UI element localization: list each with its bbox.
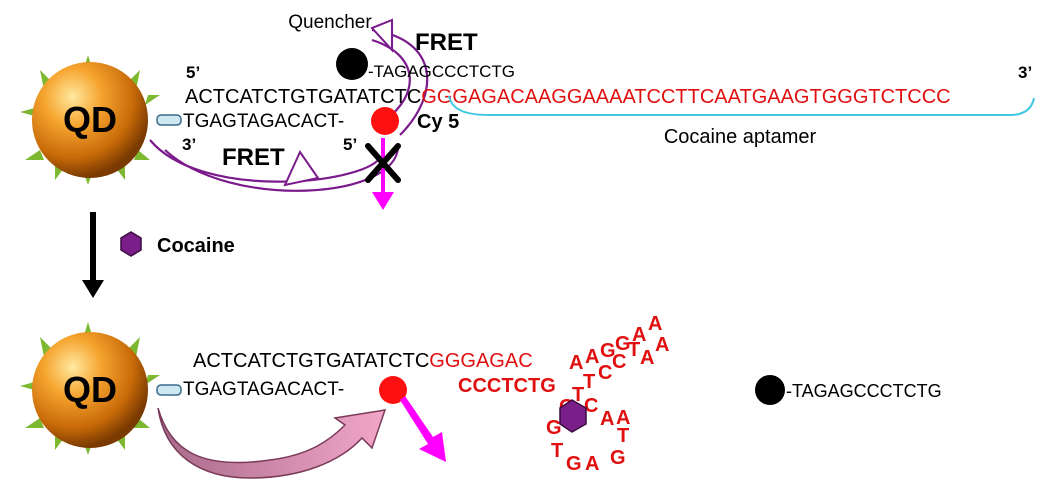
svg-text:A: A: [616, 407, 630, 429]
down-arrow: [82, 212, 104, 298]
linker-top: [156, 114, 182, 126]
five-prime-mid: 5’: [343, 135, 357, 154]
aptamer-tail-bottom: CCCTCTG: [458, 375, 556, 397]
svg-text:T: T: [583, 371, 595, 393]
complement-strand-top: TGAGTAGACACT-: [183, 111, 344, 132]
fret-arrow-bottom: [157, 407, 387, 479]
folded-aptamer: A A G G A A A A T C C T T C A A T G G G …: [546, 313, 669, 475]
cy5-label: Cy 5: [417, 111, 459, 133]
quencher-label: Quencher: [288, 12, 372, 33]
aptamer-red-top: GGGAGACAAGGAAAATCCTTCAATGAAGTGGGTCTCCC: [421, 86, 950, 108]
svg-text:A: A: [640, 347, 654, 369]
cocaine-label: Cocaine: [157, 235, 235, 257]
transition: Cocaine: [82, 212, 235, 298]
aptamer-black-bottom: ACTCATCTGTGATATCTC: [193, 350, 429, 372]
svg-text:A: A: [585, 453, 599, 475]
fret-label-bottom: FRET: [222, 144, 285, 171]
emission-arrow-active: [400, 396, 446, 462]
fret-arrows-top: [149, 28, 429, 192]
svg-text:G: G: [615, 333, 631, 355]
quantum-dot-bottom: [32, 332, 148, 448]
svg-text:T: T: [551, 440, 563, 462]
svg-text:C: C: [612, 351, 626, 373]
svg-text:C: C: [598, 362, 612, 384]
three-prime-left: 3’: [182, 135, 196, 154]
quencher-strand-top: -TAGAGCCCTCTG: [368, 62, 515, 81]
top-panel: QD Quencher FRET -TAGAGCCCTCTG 5’ 3’ ACT…: [20, 12, 1035, 210]
svg-text:G: G: [600, 340, 616, 362]
fret-label-top: FRET: [415, 29, 478, 56]
fret-arrowhead-top: [370, 18, 393, 53]
complement-strand-bottom: TGAGTAGACACT-: [183, 379, 344, 400]
svg-text:A: A: [600, 408, 614, 430]
svg-text:A: A: [569, 352, 583, 374]
quantum-dot-top: [32, 62, 148, 178]
svg-text:G: G: [566, 453, 582, 475]
linker-bottom: [156, 384, 182, 396]
bound-cocaine-icon: [559, 399, 587, 433]
svg-text:T: T: [572, 384, 584, 406]
aptamer-strand-bottom: ACTCATCTGTGATATCTCGGGAGAC: [193, 350, 533, 372]
cocaine-aptamer-label: Cocaine aptamer: [664, 126, 817, 148]
svg-text:A: A: [655, 334, 669, 356]
qd-label-top: QD: [63, 99, 117, 140]
svg-text:C: C: [584, 395, 598, 417]
free-quencher-strand: -TAGAGCCCTCTG: [786, 381, 942, 401]
aptamer-black-top: ACTCATCTGTGATATCTC: [185, 86, 421, 108]
cy5-dye-top: [371, 107, 399, 135]
quencher-ball-free: [755, 375, 785, 405]
cocaine-molecule-icon: [120, 231, 142, 257]
svg-text:A: A: [632, 324, 646, 346]
three-prime-right: 3’: [1018, 63, 1032, 82]
svg-text:G: G: [610, 447, 626, 469]
fret-arrowhead-left: [283, 149, 320, 187]
five-prime-top: 5’: [186, 63, 200, 82]
emission-arrow-blocked: [372, 138, 394, 210]
cy5-dye-bottom: [379, 376, 407, 404]
svg-text:A: A: [585, 346, 599, 368]
svg-text:A: A: [648, 313, 662, 335]
bottom-panel: QD ACTCATCTGTGATATCTCGGGAGAC TGAGTAGACAC…: [20, 313, 942, 479]
aptamer-strand-top: ACTCATCTGTGATATCTCGGGAGACAAGGAAAATCCTTCA…: [185, 86, 951, 108]
svg-text:T: T: [617, 425, 629, 447]
qd-label-bottom: QD: [63, 369, 117, 410]
aptamer-bracket: [448, 95, 1035, 116]
quencher-ball: [336, 48, 368, 80]
aptamer-red-bottom: GGGAGAC: [429, 350, 532, 372]
svg-text:G: G: [546, 417, 562, 439]
svg-text:T: T: [628, 339, 640, 361]
block-x-icon: [365, 143, 401, 183]
